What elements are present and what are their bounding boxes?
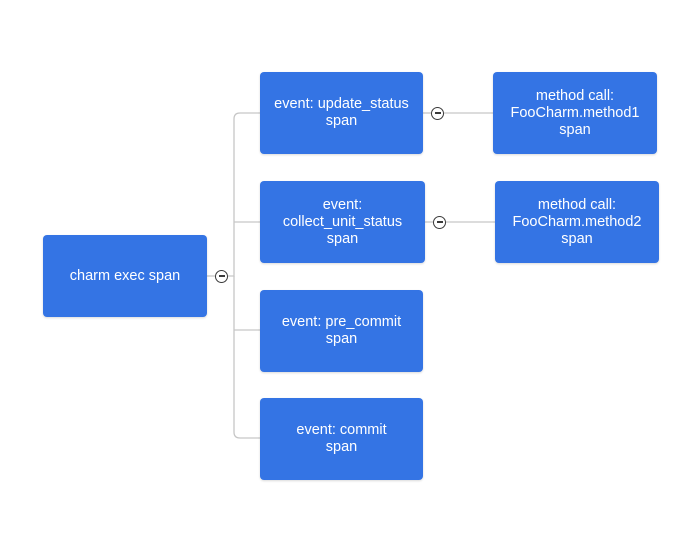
node-event-commit[interactable]: event: commit span (260, 398, 423, 480)
collapse-toggle-root[interactable] (215, 269, 228, 283)
collapse-toggle-collect-unit-status[interactable] (433, 215, 446, 229)
node-method-call-method2[interactable]: method call: FooCharm.method2 span (495, 181, 659, 263)
collapse-toggle-update-status[interactable] (431, 106, 444, 120)
node-event-pre-commit[interactable]: event: pre_commit span (260, 290, 423, 372)
connector-root-trunk (228, 112, 260, 277)
node-charm-exec-span[interactable]: charm exec span (43, 235, 207, 317)
node-event-update-status[interactable]: event: update_status span (260, 72, 423, 154)
node-method-call-method1[interactable]: method call: FooCharm.method1 span (493, 72, 657, 154)
node-event-collect-unit-status[interactable]: event: collect_unit_status span (260, 181, 425, 263)
connector-root-lower (233, 276, 260, 439)
